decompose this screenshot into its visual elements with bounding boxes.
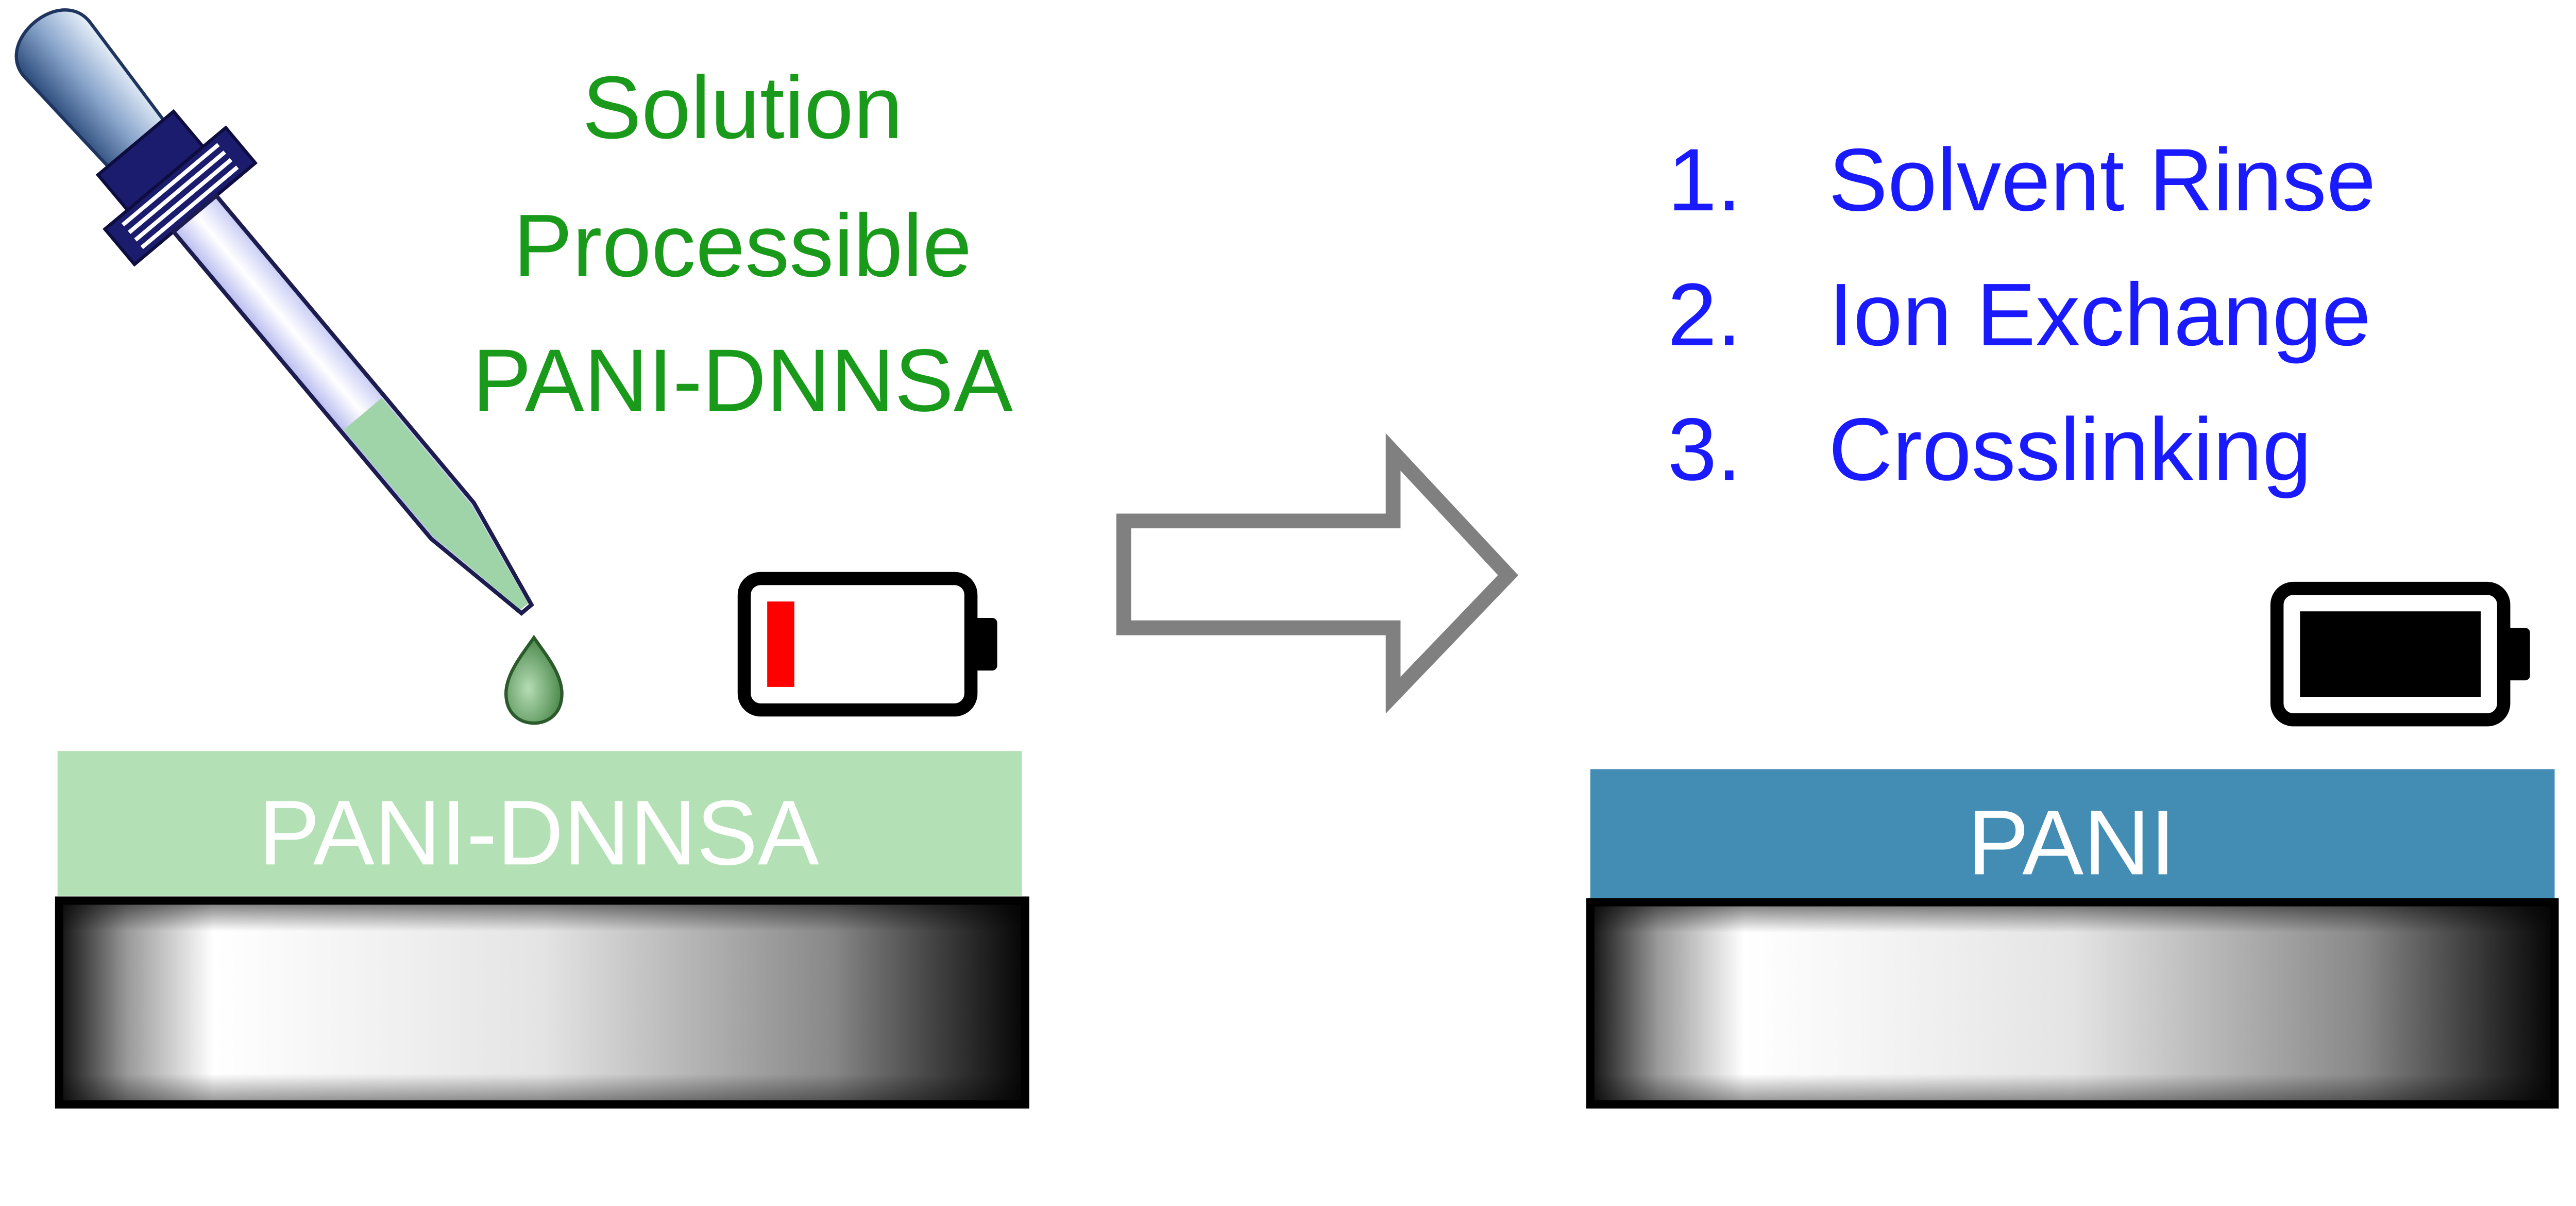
step-label-3: Crosslinking (1828, 400, 2312, 499)
step-number-1: 1. (1668, 130, 1742, 229)
step-number-2: 2. (1668, 265, 1742, 364)
film-label-left: PANI-DNNSA (259, 781, 819, 884)
battery-full-icon (2270, 581, 2530, 727)
title-line-3: PANI-DNNSA (472, 331, 1013, 430)
pani-film (1590, 769, 2555, 899)
battery-level-fill (767, 601, 794, 687)
step-label-1: Solvent Rinse (1828, 130, 2376, 229)
substrate-left (55, 896, 1029, 1109)
title-line-1: Solution (582, 58, 903, 157)
film-label-right: PANI (1968, 791, 2176, 894)
process-steps-list: 1. Solvent Rinse 2. Ion Exchange 3. Cros… (1668, 130, 2376, 499)
left-title: Solution Processible PANI-DNNSA (472, 58, 1013, 430)
step-label-2: Ion Exchange (1828, 265, 2371, 364)
dropper-icon (14, 8, 534, 616)
process-arrow-icon (1116, 433, 1519, 714)
diagram-canvas: Solution Processible PANI-DNNSA PANI-DNN… (14, 8, 2559, 1109)
liquid-drop-icon (504, 634, 564, 725)
title-line-2: Processible (513, 196, 972, 295)
step-number-3: 3. (1668, 400, 1742, 499)
substrate-right (1586, 898, 2559, 1109)
battery-low-icon (737, 572, 997, 717)
pani-dnnsa-film (57, 751, 1022, 896)
battery-level-fill (2300, 611, 2481, 697)
